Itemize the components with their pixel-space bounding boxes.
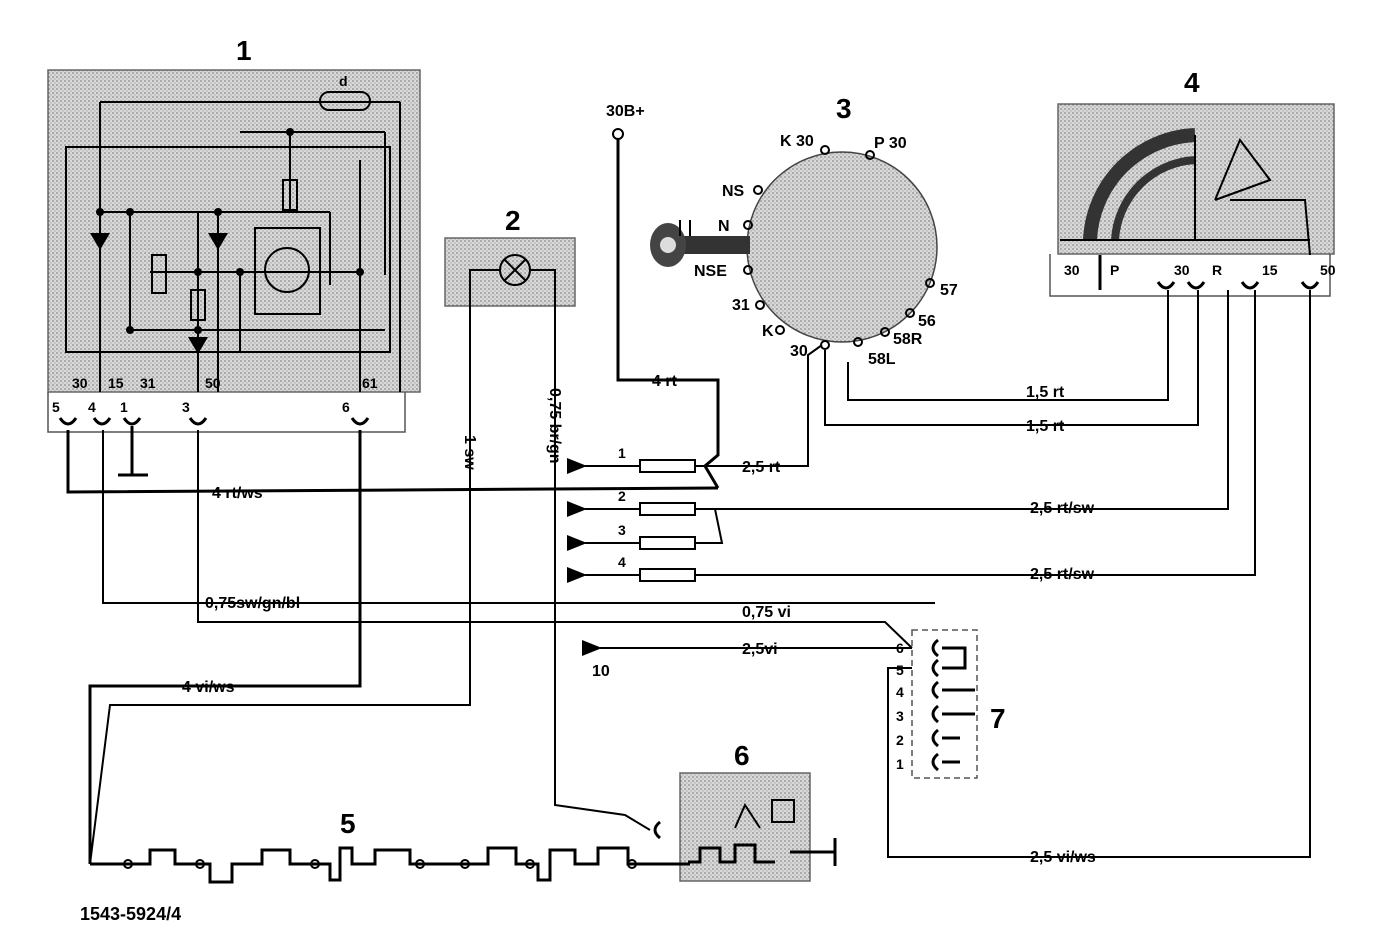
c1-terminal-3: 3	[182, 399, 190, 415]
regulator-inner-label: d	[339, 73, 348, 89]
wiring: 30B+ 4 rt 2,5 rt 1,5 rt 1,5 rt 4 rt/ws 2…	[66, 103, 1311, 866]
c1-terminal-5: 5	[52, 399, 60, 415]
c4-terminal-30b: 30	[1174, 262, 1190, 278]
wire-075vi-label: 0,75 vi	[742, 604, 791, 621]
c7-pin-3: 3	[896, 708, 904, 724]
wire-10-label: 10	[592, 663, 610, 680]
component-3-number: 3	[836, 93, 852, 124]
component-1-number: 1	[236, 35, 252, 66]
wire-075brgn-label: 0,75 br/gn	[546, 388, 563, 464]
wire-4rtws-label: 4 rt/ws	[212, 485, 263, 502]
wire-1sw-label: 1 sw	[461, 435, 478, 470]
component-4: 4 30 P 30 R 15 50	[1049, 67, 1336, 297]
fuse-1-label: 1	[618, 445, 626, 461]
c7-pin-4: 4	[896, 684, 904, 700]
c3-terminal-k: K	[762, 323, 774, 340]
c3-terminal-56: 56	[918, 313, 936, 330]
component-4-number: 4	[1184, 67, 1200, 98]
wire-25vi-label: 2,5vi	[742, 641, 778, 658]
fuse-block: 1 2 3 4	[567, 445, 724, 583]
c4-terminal-r: R	[1212, 262, 1222, 278]
c3-terminal-p30: P 30	[874, 135, 907, 152]
wire-075swgnbl-label: 0,75sw/gn/bl	[205, 595, 300, 612]
c7-pin-1: 1	[896, 756, 904, 772]
c7-pin-2: 2	[896, 732, 904, 748]
fuse-4-label: 4	[618, 554, 626, 570]
c3-terminal-31: 31	[732, 297, 750, 314]
wire-15rt-b-label: 1,5 rt	[1026, 418, 1065, 435]
c1-terminal-50: 50	[205, 375, 221, 391]
wire-25rt-label: 2,5 rt	[742, 459, 781, 476]
ignition-key-icon	[680, 236, 750, 254]
wire-4rt-label: 4 rt	[652, 373, 678, 390]
c4-terminal-50: 50	[1320, 262, 1336, 278]
wire-15rt-a-label: 1,5 rt	[1026, 384, 1065, 401]
c4-terminal-30a: 30	[1064, 262, 1080, 278]
c7-pin-5: 5	[896, 662, 904, 678]
component-1: 1	[47, 35, 421, 477]
c1-terminal-1: 1	[120, 399, 128, 415]
c3-terminal-n: N	[718, 218, 730, 235]
wire-25rtsw-a-label: 2,5 rt/sw	[1030, 500, 1095, 517]
component-3: 3 K 30 P 30 NS N NSE 31 K 30 58L 58R 56 …	[650, 93, 958, 368]
wire-25viws-label: 2,5 vi/ws	[1030, 849, 1096, 866]
c3-terminal-nse: NSE	[694, 263, 727, 280]
fuse-3-label: 3	[618, 522, 626, 538]
c3-terminal-ns: NS	[722, 183, 745, 200]
component-5-number: 5	[340, 808, 356, 839]
c1-terminal-31: 31	[140, 375, 156, 391]
c1-terminal-4: 4	[88, 399, 96, 415]
diagram-reference-number: 1543-5924/4	[80, 904, 181, 924]
c3-terminal-30: 30	[790, 343, 808, 360]
c3-terminal-57: 57	[940, 282, 958, 299]
supply-label: 30B+	[606, 103, 645, 120]
c3-terminal-58r: 58R	[893, 331, 923, 348]
component-7: 7 6 5 4 3 2 1	[896, 629, 1006, 779]
c1-terminal-61: 61	[362, 375, 378, 391]
component-2-number: 2	[505, 205, 521, 236]
c4-terminal-15: 15	[1262, 262, 1278, 278]
component-5: 5	[90, 808, 690, 884]
component-6: 6	[679, 740, 837, 882]
component-6-number: 6	[734, 740, 750, 771]
component-2: 2	[444, 205, 576, 307]
c3-terminal-58l: 58L	[868, 351, 896, 368]
c1-terminal-30: 30	[72, 375, 88, 391]
c1-terminal-15: 15	[108, 375, 124, 391]
c3-terminal-k30: K 30	[780, 133, 814, 150]
c4-terminal-p: P	[1110, 262, 1119, 278]
wire-25rtsw-b-label: 2,5 rt/sw	[1030, 566, 1095, 583]
component-7-number: 7	[990, 703, 1006, 734]
fuse-2-label: 2	[618, 488, 626, 504]
wire-4viws-label: 4 vi/ws	[182, 679, 235, 696]
c1-terminal-6: 6	[342, 399, 350, 415]
switch-body	[746, 151, 938, 343]
